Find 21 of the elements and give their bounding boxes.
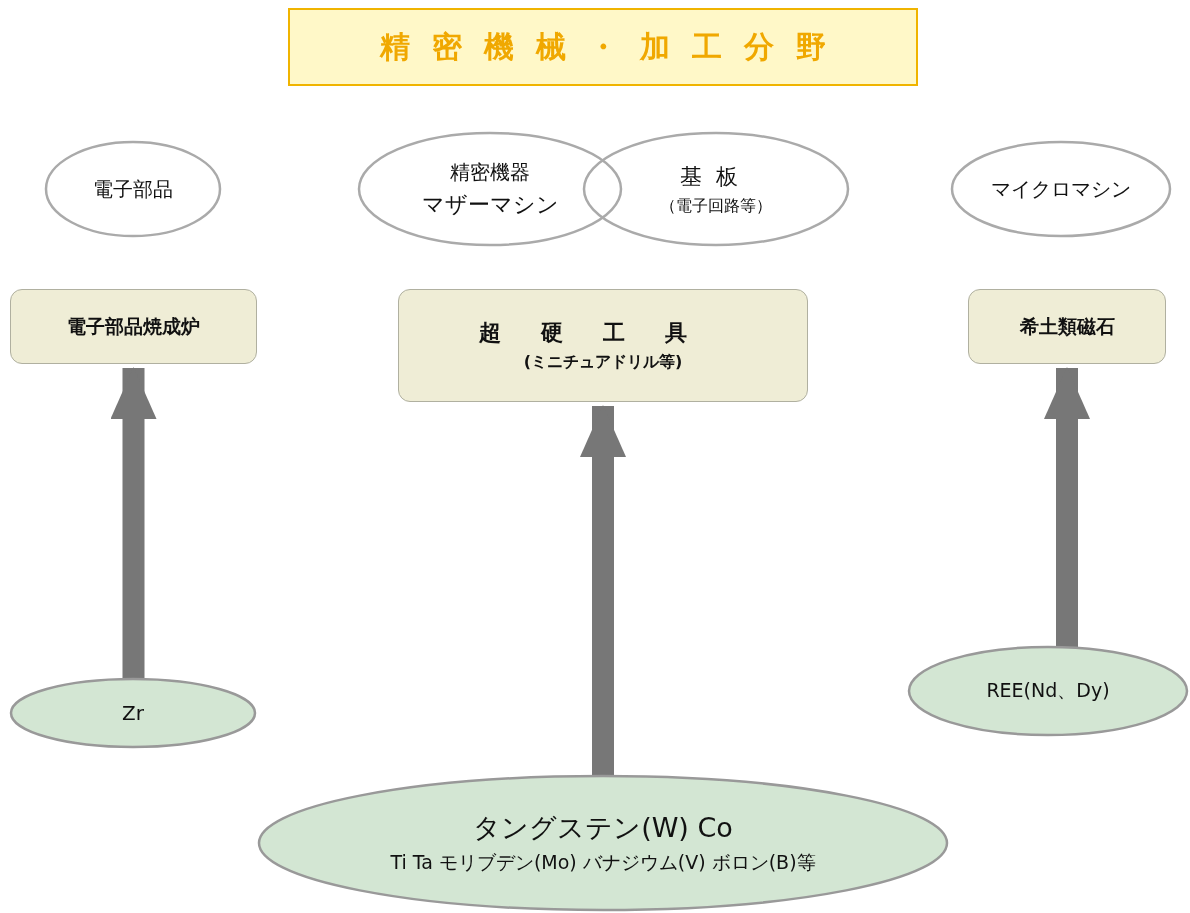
node-label: Zr [122,701,144,725]
node-label: (ミニチュアドリル等) [523,352,683,373]
thick-arrow [580,405,626,777]
thick-arrow [1044,367,1090,648]
rounded-box [10,289,257,364]
node-label: （電子回路等） [660,195,772,217]
node-label: マザーマシン [421,190,559,219]
node-label: REE(Nd、Dy) [986,678,1110,703]
node-label: タングステン(W) Co [473,811,733,845]
node-label: 希土類磁石 [1019,313,1115,339]
node-label: 基板 [680,162,752,191]
thick-arrow [110,367,157,680]
node-label: 精密機器 [450,158,530,186]
rounded-box [968,289,1166,364]
title-text: 精密機械・加工分野 [380,27,848,66]
node-label: Ti Ta モリブデン(Mo) バナジウム(V) ボロン(B)等 [390,850,816,875]
node-label: 超硬工具 [479,319,727,347]
node-label: 電子部品焼成炉 [67,313,200,339]
node-label: 電子部品 [93,175,173,203]
node-label: マイクロマシン [991,175,1131,203]
rounded-box [398,289,808,402]
